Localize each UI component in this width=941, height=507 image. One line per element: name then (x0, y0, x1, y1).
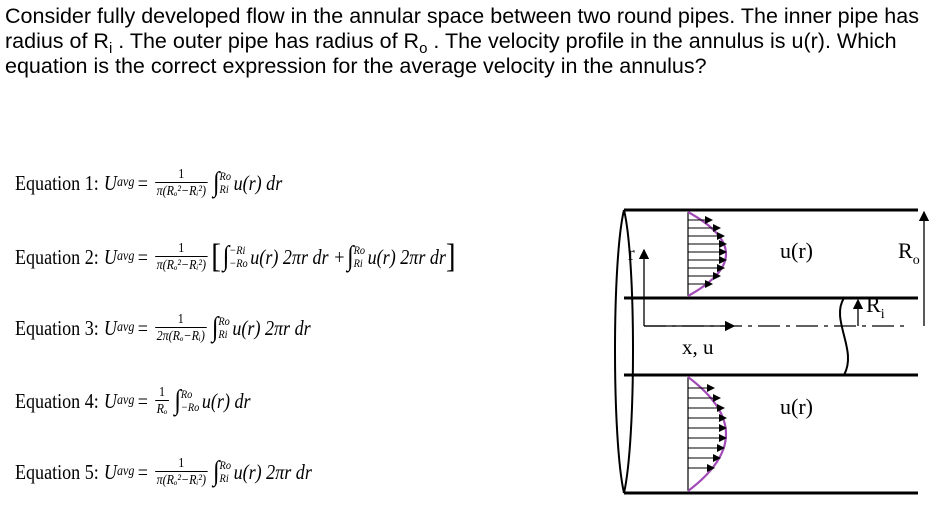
equation-label: Equation 5: (15, 459, 99, 484)
equation-label: Equation 3: (15, 315, 99, 340)
integrand: u(r) dr (233, 170, 283, 195)
bottom-velocity-profile (687, 376, 727, 492)
equation-label: Equation 1: (15, 170, 99, 195)
question-text: Consider fully developed flow in the ann… (5, 4, 919, 78)
lhs-symbol: U (103, 170, 117, 195)
equals-sign: = (137, 388, 148, 413)
outer-pipe-left-end-front (623, 209, 634, 494)
ri-label: Ri (866, 292, 885, 322)
equals-sign: = (137, 170, 148, 195)
equals-sign: = (137, 244, 148, 269)
u-r-label-top: u(r) (780, 238, 813, 263)
integrand: u(r) 2πr dr + (250, 244, 346, 269)
integrand: u(r) 2πr dr (232, 315, 311, 340)
annulus-diagram: r x, u Ro Ri u(r) u(r) (614, 208, 930, 495)
integrand: u(r) dr (201, 388, 251, 413)
lhs-subscript: avg (116, 175, 135, 190)
equals-sign: = (137, 459, 148, 484)
equation-label: Equation 4: (15, 388, 99, 413)
lhs-symbol: U (103, 388, 117, 413)
xu-label: x, u (682, 335, 714, 359)
lhs-symbol: U (103, 459, 117, 484)
lhs-subscript: avg (116, 249, 135, 264)
left-bracket: [ (211, 238, 221, 275)
integral: ∫Ro−Ro (174, 385, 200, 416)
ro-label: Ro (898, 238, 920, 268)
lhs-symbol: U (103, 244, 117, 269)
integrand: u(r) 2πr dr (367, 244, 446, 269)
inner-pipe-break (838, 297, 850, 376)
lhs-subscript: avg (116, 320, 135, 335)
equation-label: Equation 2: (15, 244, 99, 269)
outer-pipe-left-end (614, 209, 625, 494)
lhs-symbol: U (103, 315, 117, 340)
integrand: u(r) 2πr dr (233, 459, 312, 484)
lhs-subscript: avg (116, 393, 135, 408)
right-bracket: ] (445, 238, 456, 275)
top-velocity-profile (687, 211, 728, 297)
r-label: r (628, 243, 635, 265)
integral: ∫−Ri−Ro (222, 241, 248, 272)
lhs-subscript: avg (116, 464, 135, 479)
u-r-label-bottom: u(r) (780, 394, 813, 419)
equals-sign: = (137, 315, 148, 340)
